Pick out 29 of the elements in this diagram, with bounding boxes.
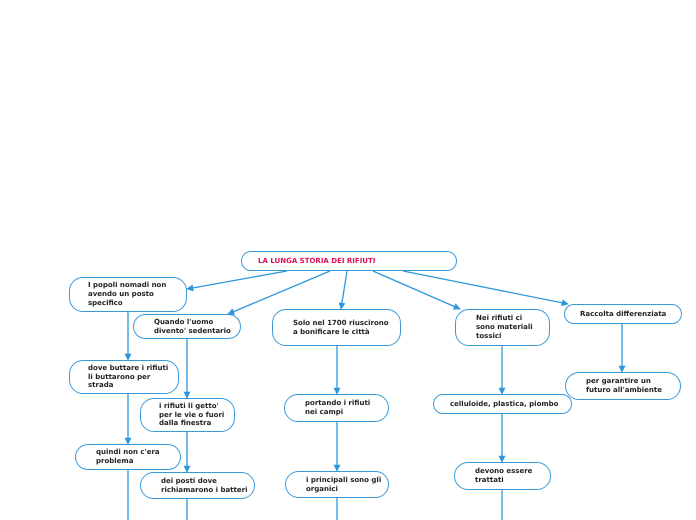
arrow xyxy=(186,270,288,292)
rounded-box xyxy=(69,277,187,312)
rounded-box xyxy=(140,398,235,432)
rounded-box xyxy=(272,309,401,346)
rounded-box xyxy=(433,394,572,414)
arrow xyxy=(227,270,330,315)
arrow xyxy=(498,346,506,395)
arrow xyxy=(498,414,506,463)
rounded-box xyxy=(454,462,551,490)
rounded-box xyxy=(285,471,389,498)
arrow xyxy=(124,394,132,445)
arrow xyxy=(618,324,626,373)
rounded-box xyxy=(69,360,179,394)
rounded-box xyxy=(284,394,389,422)
rounded-box xyxy=(455,309,550,346)
rounded-box xyxy=(564,304,682,324)
arrow xyxy=(334,346,340,395)
arrow xyxy=(184,432,190,473)
rounded-box xyxy=(75,444,181,470)
arrow xyxy=(334,422,340,472)
arrow xyxy=(402,270,569,306)
arrow xyxy=(184,339,190,399)
rounded-box xyxy=(241,251,457,271)
arrow xyxy=(372,270,461,310)
rounded-box xyxy=(133,314,241,339)
rounded-box xyxy=(565,372,681,400)
rounded-box xyxy=(140,472,255,499)
arrow xyxy=(124,312,132,361)
arrow xyxy=(338,270,348,310)
